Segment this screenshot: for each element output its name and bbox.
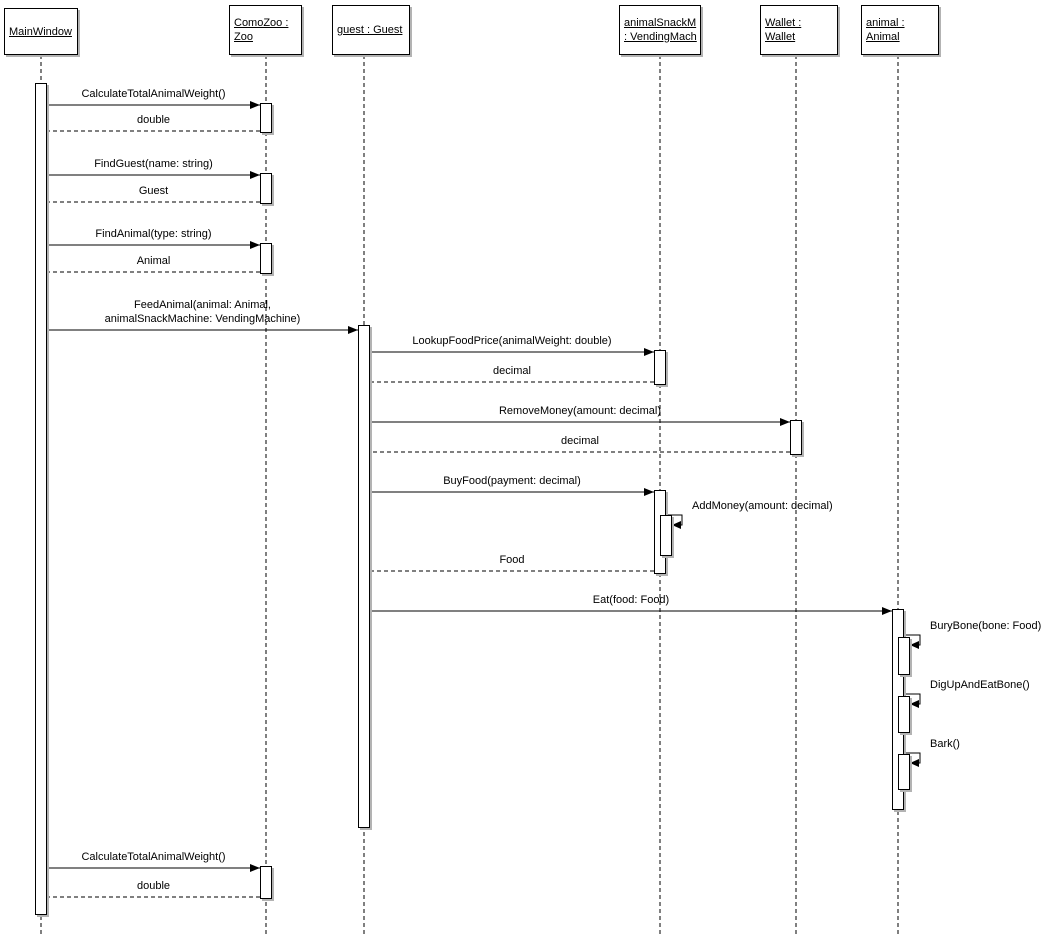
activation-bar — [790, 420, 802, 455]
lifeline-head-label: Animal — [866, 31, 900, 43]
message-label: decimal — [493, 365, 531, 377]
activation-bar — [358, 325, 370, 828]
lifeline-head-label: animal : — [866, 17, 905, 29]
activation-bar — [898, 637, 910, 675]
activation-bar — [654, 350, 666, 385]
lifeline-head-label: Zoo — [234, 31, 253, 43]
message-arrowhead — [780, 418, 790, 426]
message-label: Food — [499, 554, 525, 566]
message-label: Animal — [136, 255, 171, 267]
message-label: BuryBone(bone: Food) — [930, 620, 1042, 632]
message-arrowhead — [348, 326, 358, 334]
message-arrowhead — [910, 759, 919, 767]
message-label: double — [136, 880, 171, 892]
message-label: Eat(food: Food) — [592, 594, 670, 606]
lifeline-head-label: Wallet — [765, 31, 796, 43]
self-message-line — [904, 693, 921, 705]
message-label: decimal — [561, 435, 599, 447]
message-arrowhead — [644, 488, 654, 496]
activation-bar — [260, 173, 272, 204]
activation-bar — [898, 696, 910, 733]
self-message-line — [904, 634, 921, 646]
message-arrowhead — [250, 171, 260, 179]
message-arrowhead — [672, 521, 681, 529]
message-arrowhead — [910, 641, 919, 649]
lifeline-head-label: : VendingMach — [624, 31, 697, 43]
lifeline-head-label: Wallet : — [765, 17, 802, 29]
activation-bar — [35, 83, 47, 915]
message-arrowhead — [250, 101, 260, 109]
lifeline-head-3: animalSnackM : VendingMach — [619, 5, 701, 55]
activation-bar — [260, 866, 272, 899]
lifeline-head-2: guest : Guest — [332, 5, 410, 55]
message-arrowhead — [644, 348, 654, 356]
message-arrowhead — [250, 864, 260, 872]
message-arrowhead — [882, 607, 892, 615]
message-label: RemoveMoney(amount: decimal) — [498, 405, 662, 417]
lifeline-head-4: Wallet : Wallet — [760, 5, 838, 55]
activation-bar — [260, 243, 272, 274]
self-message-line — [666, 514, 683, 526]
message-label: LookupFoodPrice(animalWeight: double) — [412, 335, 612, 347]
activation-bar — [260, 103, 272, 133]
lifeline-head-label: animalSnackM — [624, 17, 697, 29]
message-label: FindGuest(name: string) — [94, 158, 213, 170]
lifeline-head-0: MainWindow — [4, 8, 78, 55]
message-arrowhead — [910, 700, 919, 708]
activation-bar — [660, 515, 672, 556]
message-label: BuyFood(payment: decimal) — [443, 475, 581, 487]
activation-bar — [898, 754, 910, 790]
message-label: Guest — [138, 185, 169, 197]
lifeline-head-1: ComoZoo : Zoo — [229, 5, 302, 55]
message-arrowhead — [250, 241, 260, 249]
lifeline-head-label: MainWindow — [9, 25, 72, 38]
lifeline-head-label: guest : Guest — [337, 24, 403, 36]
message-label: CalculateTotalAnimalWeight() — [81, 88, 226, 100]
message-label: AddMoney(amount: decimal) — [692, 500, 833, 512]
lifeline-head-5: animal : Animal — [861, 5, 939, 55]
message-label: CalculateTotalAnimalWeight() — [81, 851, 226, 863]
message-label: FeedAnimal(animal: Animal, animalSnackMa… — [104, 299, 301, 325]
message-label: FindAnimal(type: string) — [95, 228, 212, 240]
message-label: Bark() — [930, 738, 960, 750]
lifeline-head-label: ComoZoo : — [234, 17, 289, 29]
message-label: DigUpAndEatBone() — [930, 679, 1030, 691]
self-message-line — [904, 752, 921, 764]
message-label: double — [136, 114, 171, 126]
